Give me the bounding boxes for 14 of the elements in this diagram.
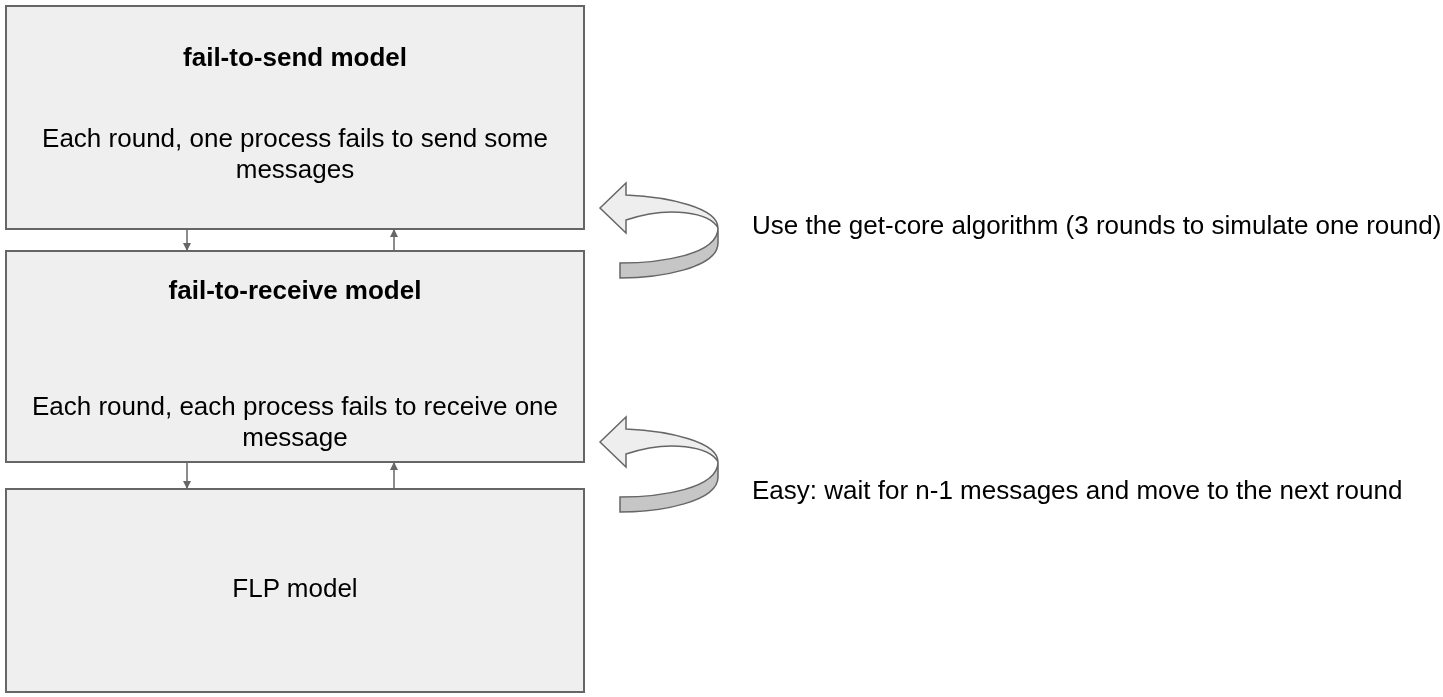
model-description: Each round, each process fails to receive one message [30,391,560,453]
model-box [5,5,585,230]
model-box [5,250,585,463]
note-text: Use the get-core algorithm (3 rounds to simulate one round) [752,210,1442,241]
model-box [5,488,585,693]
model-description: FLP model [232,573,358,604]
arrow [390,462,398,489]
arrow [183,462,191,489]
arrow [183,229,191,251]
model-title: fail-to-send model [183,42,407,73]
model-description: Each round, one process fails to send some messages [41,123,549,185]
note-text: Easy: wait for n-1 messages and move to the next round [752,475,1404,506]
model-title: fail-to-receive model [168,275,422,306]
arrow [390,229,398,251]
